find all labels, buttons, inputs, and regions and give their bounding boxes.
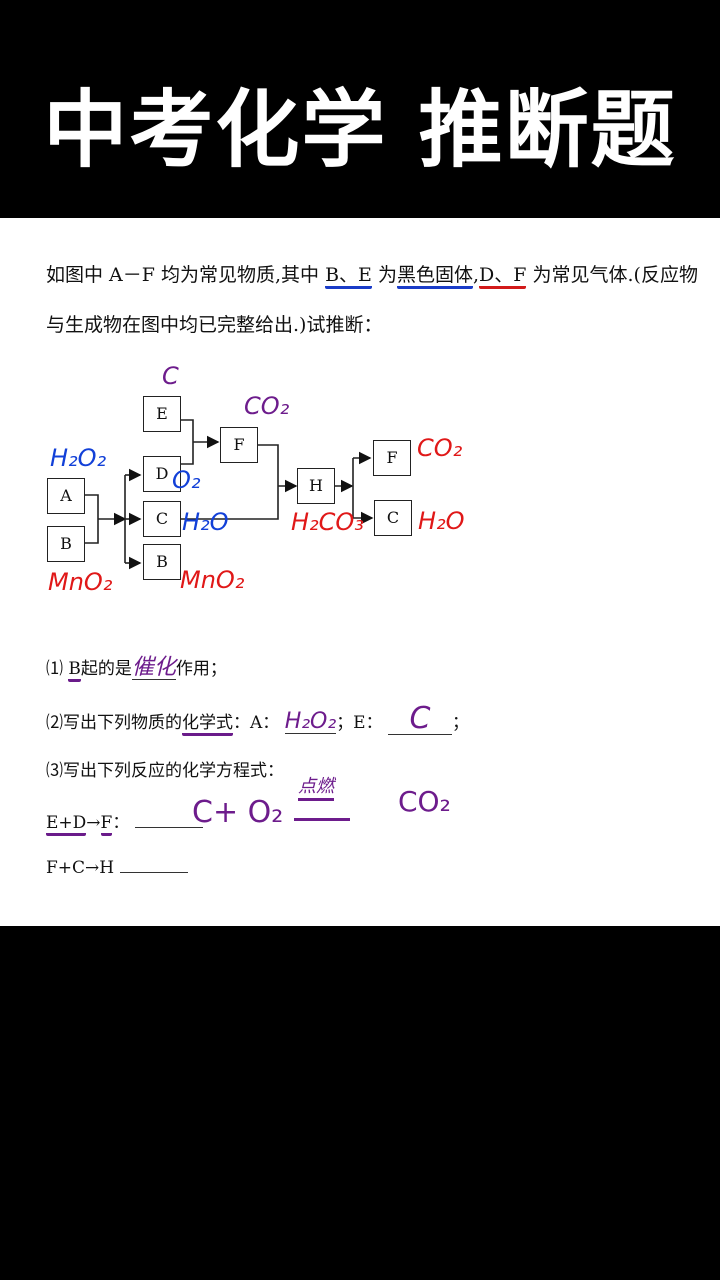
answer-a: H₂O₂ (284, 709, 337, 734)
annotation-f: CO₂ (244, 392, 290, 420)
problem-page: 如图中 A－F 均为常见物质,其中 B、E 为黑色固体,D、F 为常见气体.(反… (0, 218, 720, 926)
node-c: C (143, 501, 181, 537)
answer-e: C (388, 704, 453, 735)
annotation-b: MnO₂ (48, 568, 113, 596)
annotation-c: H₂O (182, 508, 229, 536)
node-e: E (143, 396, 181, 432)
node-f: F (220, 427, 258, 463)
annotation-f-product: CO₂ (417, 434, 463, 462)
question-3: ⑶写出下列反应的化学方程式： (46, 761, 284, 781)
annotation-b-product: MnO₂ (180, 566, 245, 594)
annotation-a: H₂O₂ (50, 444, 107, 472)
video-title: 中考化学 推断题 (43, 81, 677, 179)
annotation-d: O₂ (172, 466, 201, 494)
equation-2: F+C→H (46, 858, 188, 878)
answer-catalysis: 催化 (131, 655, 176, 680)
equation-1-lhs: C+ O₂ (192, 795, 284, 830)
diagram-connectors (85, 419, 374, 570)
node-d: D (143, 456, 181, 492)
equation-2-blank (119, 872, 188, 873)
node-b: B (47, 526, 85, 562)
node-h: H (297, 468, 335, 504)
node-c-product: C (374, 500, 412, 536)
equation-1: E+D→F： (46, 808, 203, 836)
highlight-d-f: D、F (479, 264, 527, 289)
question-1: ⑴ B起的是催化作用； (46, 655, 227, 682)
question-2: ⑵写出下列物质的化学式：A： H₂O₂；E： C； (46, 701, 470, 736)
equals-sign (294, 818, 350, 821)
equation-1-condition: 点燃 (298, 778, 334, 801)
problem-intro: 如图中 A－F 均为常见物质,其中 B、E 为黑色固体,D、F 为常见气体.(反… (46, 264, 698, 336)
node-f-product: F (373, 440, 411, 476)
highlight-b-e: B、E (325, 264, 372, 289)
equation-1-rhs: CO₂ (398, 785, 451, 818)
annotation-c-product: H₂O (418, 507, 465, 535)
node-b-product: B (143, 544, 181, 580)
node-a: A (47, 478, 85, 514)
title-bar: 中考化学 推断题 (0, 0, 720, 218)
annotation-e: C (162, 362, 179, 390)
highlight-black-solid: 黑色固体 (396, 264, 473, 289)
annotation-h: H₂CO₃ (291, 508, 364, 536)
equation-1-blank (134, 827, 203, 828)
